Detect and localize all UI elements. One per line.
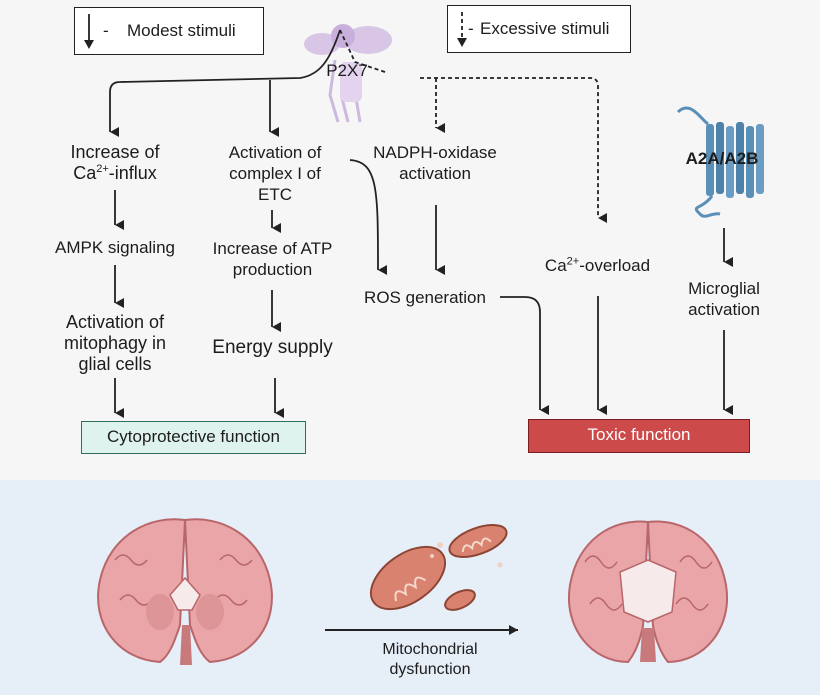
ca-influx-suffix: -influx — [108, 163, 157, 183]
mito-line-1: Mitochondrial — [382, 641, 478, 658]
a2a-label: A2A/A2B — [685, 149, 759, 168]
ros-node: ROS generation — [364, 288, 486, 307]
legend-excessive-label: Excessive stimuli — [480, 19, 610, 38]
legend-dash-mark-2: - — [468, 19, 474, 38]
ca-sup-2: 2+ — [566, 255, 580, 268]
dashed-arrow-icon — [457, 12, 467, 47]
complex-line-2: complex I of — [229, 164, 321, 183]
complex-node: Activation of complex I of ETC — [205, 142, 345, 205]
mitophagy-line-1: Activation of — [65, 312, 165, 332]
mitophagy-node: Activation of mitophagy in glial cells — [40, 312, 190, 375]
ampk-node: AMPK signaling — [54, 238, 175, 257]
microglia-line-1: Microglial — [688, 279, 760, 298]
arrow-complex-to-ros — [349, 159, 388, 275]
nadph-line-2: activation — [399, 164, 471, 183]
legend-modest-label: Modest stimuli — [127, 21, 236, 40]
ca-overload-node: Ca2+-overload — [530, 255, 665, 276]
nadph-line-1: NADPH-oxidase — [373, 143, 497, 162]
legend-excessive: - Excessive stimuli — [447, 5, 631, 53]
atp-line-2: production — [232, 260, 313, 279]
dashed-p2x7-exit — [339, 29, 386, 73]
overload-suffix: -overload — [579, 256, 651, 275]
arrow-ros-to-toxic — [500, 296, 549, 415]
atp-node: Increase of ATP production — [200, 238, 345, 280]
ca-influx-line-2: Ca2+-influx — [45, 163, 185, 184]
legend-dash-mark: - — [103, 21, 109, 40]
mitophagy-line-3: glial cells — [78, 354, 152, 374]
microglia-line-2: activation — [688, 300, 760, 319]
ca-base: Ca — [73, 163, 97, 183]
ca-influx-node: Increase of Ca2+-influx — [45, 142, 185, 184]
nadph-node: NADPH-oxidase activation — [360, 142, 510, 184]
arrow-p2x7-to-ca-influx — [109, 29, 341, 137]
microglia-node: Microglial activation — [668, 278, 780, 320]
complex-line-3: ETC — [258, 185, 292, 204]
toxic-box: Toxic function — [528, 419, 750, 453]
atp-line-1: Increase of ATP — [212, 239, 333, 258]
mitophagy-line-2: mitophagy in — [63, 333, 167, 353]
complex-line-1: Activation of — [228, 143, 322, 162]
a2a-receptor-icon — [676, 106, 764, 218]
solid-arrow-icon — [84, 14, 94, 49]
ca-influx-line-1: Increase of — [70, 142, 160, 162]
p2x7-receptor-icon — [304, 24, 392, 123]
energy-node: Energy supply — [212, 337, 333, 358]
ca-base-2: Ca — [544, 256, 567, 275]
dashed-arrow-to-ca-overload — [420, 77, 607, 223]
ca-sup: 2+ — [96, 163, 109, 175]
mito-dysfunction-label: Mitochondrial dysfunction — [355, 640, 505, 680]
mito-line-2: dysfunction — [389, 661, 471, 678]
damaged-brain-illustration — [567, 520, 729, 664]
legend-modest: - Modest stimuli — [74, 7, 264, 55]
mitochondria-illustration — [369, 524, 508, 611]
healthy-brain-illustration — [97, 518, 273, 665]
cytoprotective-box: Cytoprotective function — [81, 421, 306, 454]
p2x7-label: P2X7 — [326, 61, 368, 80]
